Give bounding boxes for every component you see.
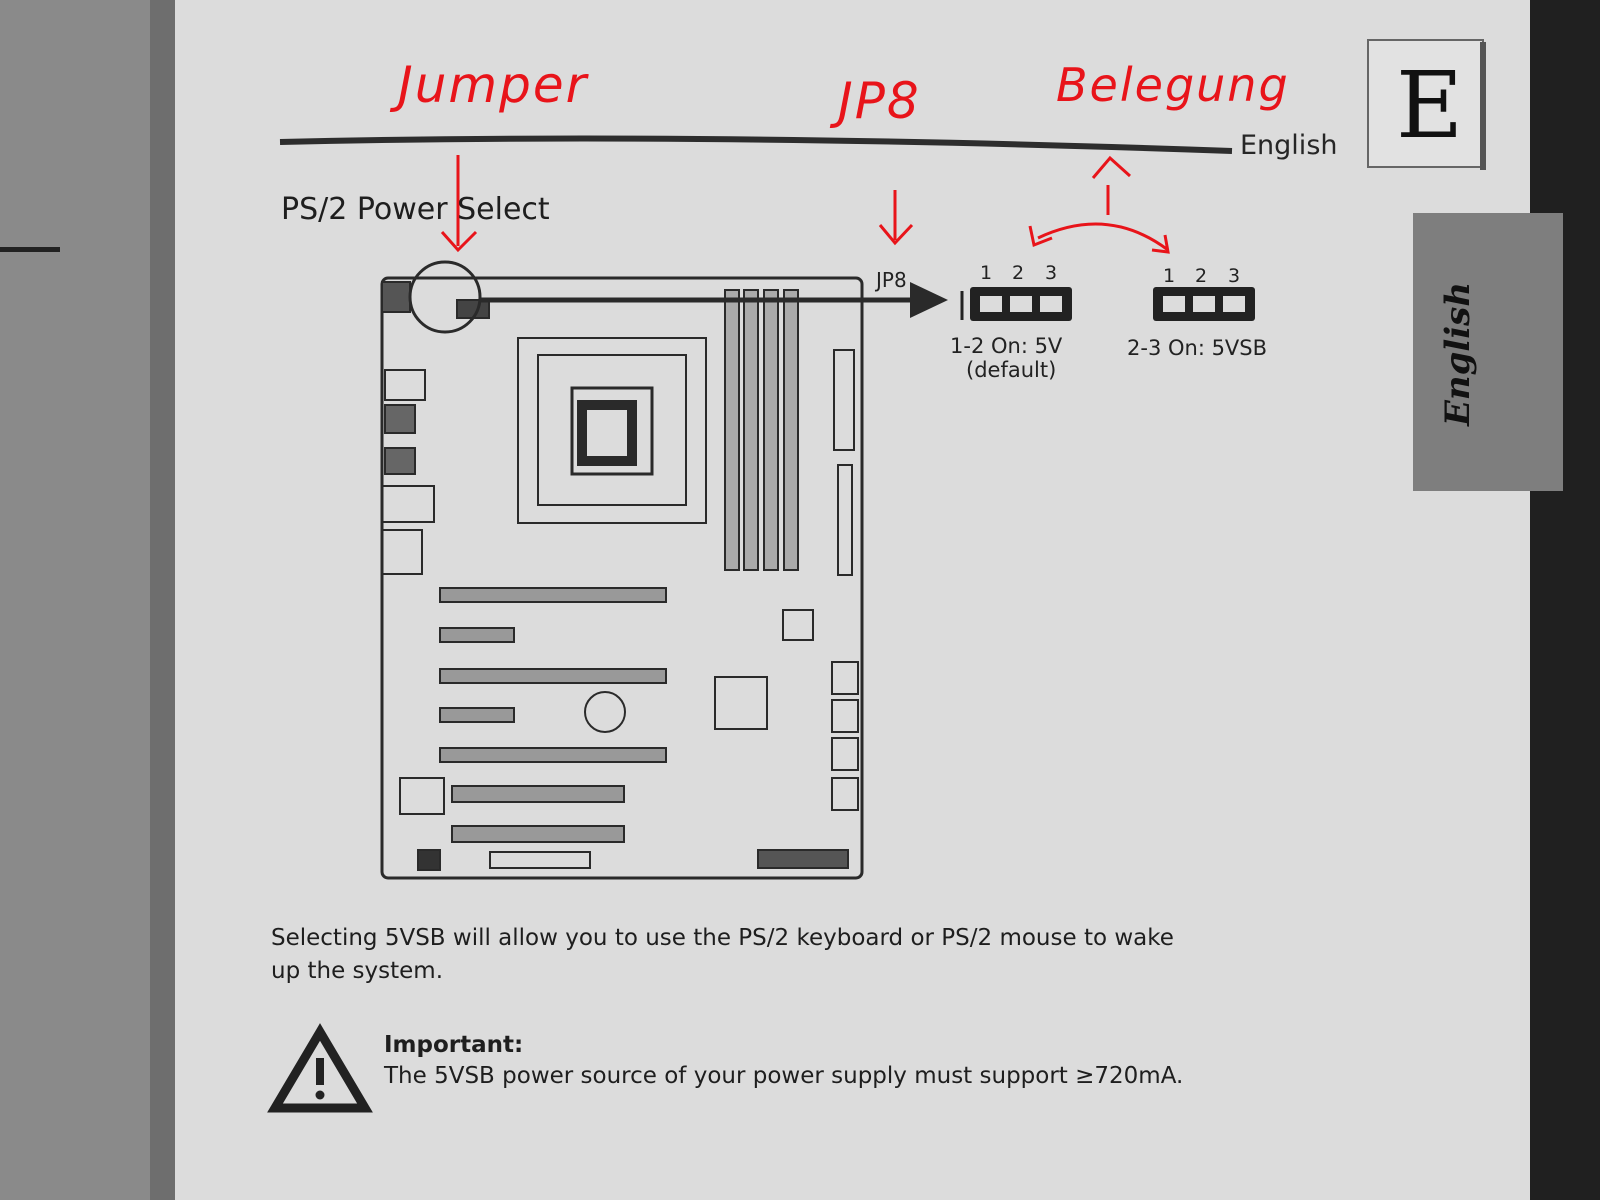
jp8-on-board xyxy=(456,299,490,319)
pin-number: 2 xyxy=(1195,265,1208,287)
jumper-diagram-5vsb xyxy=(1153,287,1255,321)
chapter-tab-box xyxy=(1367,39,1484,168)
pin-number: 3 xyxy=(1045,262,1058,284)
jp8-locator-circle xyxy=(408,260,482,334)
audio-port xyxy=(381,529,423,575)
jumper-label: JP8 xyxy=(876,268,907,292)
chapter-tab-shadow xyxy=(1480,42,1486,170)
jumper-arrow-head xyxy=(440,230,478,253)
left-page-rule xyxy=(0,247,60,252)
annotation-jumper: Jumper xyxy=(398,56,589,114)
belegung-up-caret xyxy=(1091,155,1132,179)
setting-5v-default-note: (default) xyxy=(966,358,1057,382)
chipset xyxy=(714,676,768,730)
important-text: The 5VSB power source of your power supp… xyxy=(384,1063,1184,1089)
lan-port xyxy=(381,485,435,523)
io-chip xyxy=(782,609,814,641)
front-panel-header xyxy=(757,849,849,869)
chapter-tab-letter: E xyxy=(1396,52,1464,159)
side-tab-background xyxy=(1413,213,1563,491)
pin-number: 1 xyxy=(980,262,993,284)
setting-5v-label: 1-2 On: 5V xyxy=(950,334,1063,358)
annotation-jp8: JP8 xyxy=(838,72,921,130)
main-page xyxy=(175,0,1560,1200)
sata-ports xyxy=(831,661,859,811)
body-text-line-2: up the system. xyxy=(271,958,444,984)
header-rule xyxy=(279,135,1233,154)
dimm-slots xyxy=(724,289,799,571)
super-io-chip xyxy=(399,777,445,815)
floppy-connector xyxy=(489,851,591,869)
jumper-diagram-5v xyxy=(960,287,1072,321)
side-tab-label: English xyxy=(1438,281,1479,427)
motherboard-diagram xyxy=(380,260,864,880)
expansion-slots xyxy=(439,587,667,843)
header-language-label: English xyxy=(1240,130,1338,161)
header xyxy=(417,849,441,871)
belegung-split-arc xyxy=(1037,222,1169,252)
jp8-arrow-head xyxy=(878,223,914,246)
annotation-belegung: Belegung xyxy=(1056,58,1290,112)
pin-number: 3 xyxy=(1228,265,1241,287)
io-port xyxy=(381,281,411,313)
cmos-battery xyxy=(584,691,626,733)
left-facing-page xyxy=(0,0,170,1200)
section-title: PS/2 Power Select xyxy=(281,192,550,227)
atx-power-connector xyxy=(833,349,855,451)
board-outline xyxy=(380,276,864,880)
warning-icon xyxy=(267,1023,373,1113)
usb-port xyxy=(384,447,416,475)
page-edge-shadow xyxy=(1530,0,1600,1200)
red-annotations xyxy=(440,155,1170,254)
body-text-line-1: Selecting 5VSB will allow you to use the… xyxy=(271,925,1174,951)
arrow-head xyxy=(910,282,948,318)
usb-port xyxy=(384,404,416,434)
setting-5vsb-label: 2-3 On: 5VSB xyxy=(1127,336,1268,360)
important-heading: Important: xyxy=(384,1032,524,1058)
belegung-right-head xyxy=(1151,234,1170,254)
io-port xyxy=(384,369,426,401)
pin-number: 2 xyxy=(1012,262,1025,284)
pin-number: 1 xyxy=(1163,265,1176,287)
cpu-socket xyxy=(517,337,707,524)
belegung-left-head xyxy=(1028,225,1053,248)
ide-connector xyxy=(837,464,853,576)
